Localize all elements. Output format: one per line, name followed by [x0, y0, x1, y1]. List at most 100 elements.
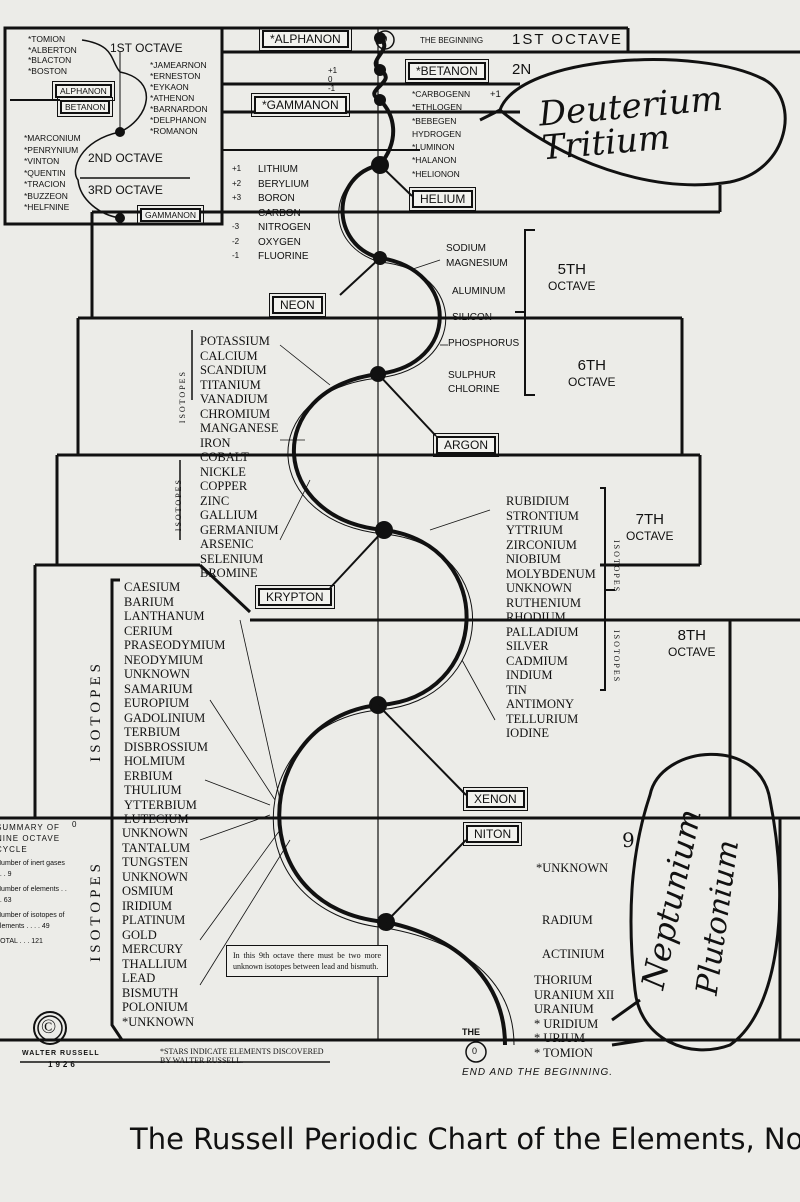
krypton-box: KRYPTON	[255, 585, 335, 609]
octave-number: 8TH	[677, 627, 706, 644]
octave-9-label: 9	[622, 828, 635, 852]
octave-1-label: 1ST OCTAVE	[512, 31, 623, 48]
isotopes-label: ISOTOPES	[178, 370, 187, 424]
element-label: *LUMINON	[412, 142, 455, 153]
betanon-box: *BETANON	[405, 59, 489, 83]
element-label: CAESIUM	[124, 580, 181, 594]
element-label: UNKNOWN	[124, 667, 190, 681]
inset-alphanon-box: ALPHANON	[52, 81, 115, 101]
element-label: LUTECIUM	[124, 812, 189, 826]
zero-mark: 0	[72, 820, 77, 829]
element-label: CHROMIUM	[200, 406, 271, 421]
alphanon-box: *ALPHANON	[259, 27, 352, 51]
element-label: *BEBEGEN	[412, 115, 457, 126]
element-label: RADIUM	[542, 913, 593, 927]
element-label: PRASEODYMIUM	[124, 638, 226, 652]
element-label: *ETHLOGEN	[412, 102, 463, 113]
element-label: FLUORINE	[258, 251, 309, 262]
element-label: UNKNOWN	[122, 869, 188, 884]
element-label: URANIUM	[534, 1002, 594, 1016]
octave-word: OCTAVE	[668, 645, 716, 659]
valence: +1	[328, 66, 338, 75]
author-label: WALTER RUSSELL	[22, 1050, 100, 1057]
inset-gammanon-box: GAMMANON	[137, 205, 204, 225]
isotopes-label: ISOTOPES	[88, 660, 104, 762]
inset-element: *BLACTON	[28, 55, 72, 65]
element-label: BROMINE	[200, 566, 258, 580]
inset-element: *BUZZEON	[24, 190, 68, 201]
inset-octave-2-label: 2ND OCTAVE	[88, 151, 163, 165]
inset-element: *EYKAON	[150, 82, 189, 92]
inset-element: *VINTON	[24, 156, 60, 166]
element-label: VANADIUM	[200, 392, 268, 406]
element-label: NICKLE	[200, 464, 246, 479]
inset-element: *BOSTON	[28, 65, 68, 76]
isotopes-label: ISOTOPES	[88, 860, 104, 962]
element-label: YTTERBIUM	[124, 797, 197, 812]
element-label: *UNKNOWN	[122, 1014, 195, 1029]
element-label: *UNKNOWN	[536, 861, 609, 875]
inset-element: *ALBERTON	[28, 44, 77, 55]
element-label: STRONTIUM	[506, 508, 579, 523]
element-label: LITHIUM	[258, 164, 298, 175]
summary-row: Number of isotopes of elements . . . . 4…	[0, 912, 65, 930]
element-label: IRON	[200, 435, 231, 450]
ninth-octave-note: In this 9th octave there must be two mor…	[226, 945, 388, 977]
element-label: POTASSIUM	[200, 334, 270, 348]
argon-box: ARGON	[432, 433, 500, 457]
element-label: COPPER	[200, 479, 248, 493]
neon-box: NEON	[269, 293, 326, 317]
element-label: GERMANIUM	[200, 522, 279, 537]
inset-left-bottom-list: *MARCONIUM*PENRYNIUM*VINTON*QUENTIN*TRAC…	[24, 133, 81, 214]
inset-element: *PENRYNIUM	[24, 144, 79, 155]
valence: -2	[232, 236, 240, 246]
element-label: MANGANESE	[200, 421, 279, 435]
element-label: *HALANON	[412, 155, 457, 166]
element-label: UNKNOWN	[506, 581, 572, 595]
element-label: MOLYBDENUM	[506, 566, 596, 581]
element-label: POLONIUM	[122, 1000, 188, 1014]
element-label: TERBIUM	[124, 725, 181, 739]
element-label: BARIUM	[124, 594, 175, 609]
stars-note: *STARS INDICATE ELEMENTS DISCOVERED BY W…	[160, 1047, 324, 1065]
element-label: ANTIMONY	[506, 697, 575, 711]
element-label: NITROGEN	[258, 222, 311, 233]
element-label: CADMIUM	[506, 653, 568, 668]
niton-box: NITON	[462, 822, 523, 846]
element-label: PALLADIUM	[506, 624, 579, 639]
helium-box: HELIUM	[408, 187, 477, 211]
element-label: SCANDIUM	[200, 363, 267, 377]
element-label: URANIUM XII	[534, 987, 615, 1002]
chart-caption: The Russell Periodic Chart of the Elemen…	[130, 1122, 800, 1156]
element-label: CHLORINE	[448, 384, 500, 395]
summary-title: SUMMARY OF NINE OCTAVE CYCLE	[0, 823, 61, 854]
valence: -3	[232, 222, 240, 231]
element-label: CARBON	[258, 207, 301, 219]
octave-2-label: 2N	[512, 61, 532, 78]
element-label: NEODYMIUM	[124, 652, 204, 667]
element-label: SELENIUM	[200, 551, 264, 566]
element-label: MERCURY	[122, 942, 184, 956]
element-label: GOLD	[122, 927, 157, 942]
element-label: TANTALUM	[122, 840, 191, 855]
element-label: ARSENIC	[200, 537, 254, 551]
inset-element: *TOMION	[28, 34, 66, 44]
octave-number: 6TH	[577, 357, 606, 374]
the-label: THE	[462, 1027, 480, 1037]
element-label: RUTHENIUM	[506, 595, 581, 610]
element-label: GALLIUM	[200, 508, 258, 522]
element-label: * URIDIUM	[534, 1016, 599, 1031]
element-label: MAGNESIUM	[446, 258, 508, 269]
plus-one-label: +1	[490, 89, 501, 100]
element-label: EUROPIUM	[124, 696, 190, 710]
inset-element: *MARCONIUM	[24, 133, 81, 143]
element-label: PLATINUM	[122, 913, 186, 927]
